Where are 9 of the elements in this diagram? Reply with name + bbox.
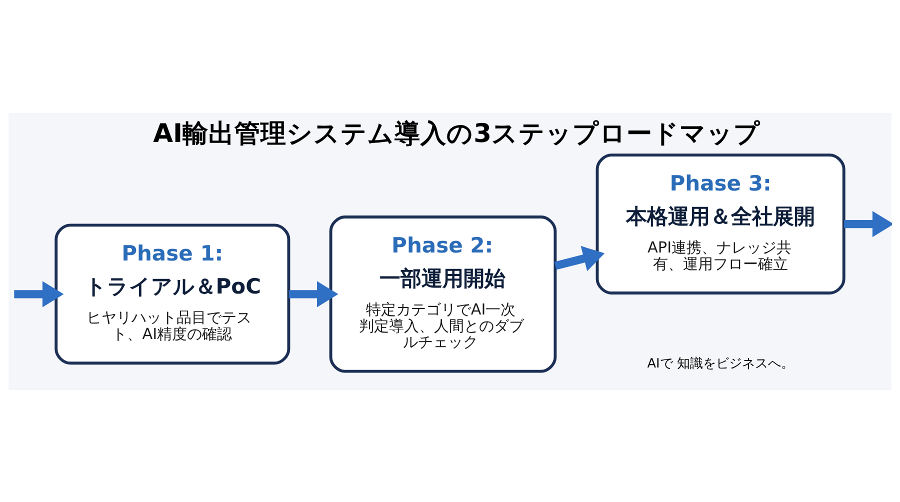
diagram-title: AI輸出管理システム導入の3ステップロードマップ: [153, 118, 760, 148]
node-box: Phase 2: 一部運用開始 特定カテゴリでAI一次判定導入、人間とのダブルチェック: [329, 215, 557, 372]
arrow: [288, 280, 338, 307]
label: AIで 知識をビジネスへ。: [647, 356, 794, 372]
arrow: [14, 280, 64, 307]
arrow: [554, 245, 605, 271]
node-box: Phase 3: 本格運用＆全社展開 API連携、ナレッジ共有、運用フロー確立: [596, 153, 846, 294]
arrow: [844, 210, 892, 237]
node-box: Phase 1: トライアル＆PoC ヒヤリハット品目でテスト、AI精度の確認: [54, 223, 290, 364]
